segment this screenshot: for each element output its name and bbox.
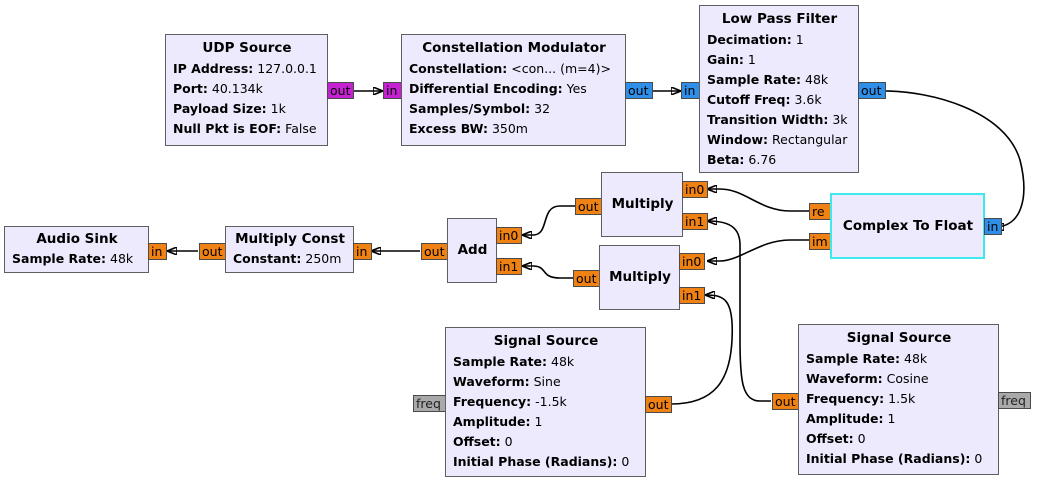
multiply-bottom-in1-port[interactable]: in1 bbox=[679, 287, 705, 304]
wire-multiply-top-to-add bbox=[523, 205, 575, 235]
block-title: Multiply bbox=[611, 196, 674, 212]
param-sample-rate: Sample Rate: 48k bbox=[806, 351, 928, 366]
param-frequency: Frequency: 1.5k bbox=[806, 391, 916, 406]
multiply-top-in1-port[interactable]: in1 bbox=[682, 213, 708, 230]
multiply-bottom-in0-port[interactable]: in0 bbox=[679, 253, 705, 270]
multiply-top-block[interactable]: Multiply bbox=[601, 172, 683, 237]
param-sample-rate: Sample Rate: 48k bbox=[12, 251, 134, 266]
block-title: UDP Source bbox=[202, 40, 292, 56]
block-title: Signal Source bbox=[846, 330, 952, 346]
multiply-const-in-port[interactable]: in bbox=[353, 243, 372, 260]
param-waveform: Waveform: Cosine bbox=[806, 371, 929, 386]
audio-sink-block[interactable]: Audio Sink Sample Rate: 48k bbox=[4, 226, 149, 273]
cosine-out-port[interactable]: out bbox=[772, 393, 799, 410]
param-sample-rate: Sample Rate: 48k bbox=[707, 72, 829, 87]
param-offset: Offset: 0 bbox=[453, 434, 513, 449]
param-samples-per-symbol: Samples/Symbol: 32 bbox=[409, 101, 551, 116]
add-block[interactable]: Add bbox=[447, 218, 497, 283]
param-initial-phase: Initial Phase (Radians): 0 bbox=[453, 454, 630, 469]
multiply-top-in0-port[interactable]: in0 bbox=[682, 181, 708, 198]
udp-source-block[interactable]: UDP Source IP Address: 127.0.0.1 Port: 4… bbox=[165, 34, 328, 146]
param-initial-phase: Initial Phase (Radians): 0 bbox=[806, 451, 983, 466]
multiply-top-out-port[interactable]: out bbox=[575, 198, 602, 215]
block-title: Add bbox=[457, 242, 488, 258]
low-pass-filter-block[interactable]: Low Pass Filter Decimation: 1 Gain: 1 Sa… bbox=[699, 5, 859, 173]
wire-multiply-bottom-to-add bbox=[523, 266, 573, 279]
param-ip-address: IP Address: 127.0.0.1 bbox=[173, 61, 317, 76]
param-null-pkt: Null Pkt is EOF: False bbox=[173, 121, 317, 136]
param-transition-width: Transition Width: 3k bbox=[707, 112, 848, 127]
add-in0-port[interactable]: in0 bbox=[496, 227, 522, 244]
modulator-out-port[interactable]: out bbox=[625, 82, 653, 99]
sine-freq-port[interactable]: freq bbox=[413, 395, 446, 412]
param-sample-rate: Sample Rate: 48k bbox=[453, 354, 575, 369]
param-constant: Constant: 250m bbox=[233, 251, 342, 266]
wire-re-to-multiply-top bbox=[708, 189, 810, 212]
param-window: Window: Rectangular bbox=[707, 132, 848, 147]
complex-to-float-block[interactable]: Complex To Float bbox=[830, 193, 985, 259]
param-amplitude: Amplitude: 1 bbox=[453, 414, 543, 429]
param-amplitude: Amplitude: 1 bbox=[806, 411, 896, 426]
param-excess-bw: Excess BW: 350m bbox=[409, 121, 528, 136]
add-in1-port[interactable]: in1 bbox=[496, 258, 522, 275]
block-title: Multiply bbox=[609, 269, 671, 285]
lpf-out-port[interactable]: out bbox=[858, 82, 886, 99]
param-decimation: Decimation: 1 bbox=[707, 32, 804, 47]
cosine-freq-port[interactable]: freq bbox=[998, 392, 1031, 409]
udp-source-out-port[interactable]: out bbox=[327, 82, 354, 99]
block-title: Constellation Modulator bbox=[422, 40, 606, 56]
c2f-im-port[interactable]: im bbox=[809, 233, 831, 250]
multiply-const-out-port[interactable]: out bbox=[199, 243, 226, 260]
wire-cosine-to-multiply-top bbox=[708, 221, 771, 402]
param-waveform: Waveform: Sine bbox=[453, 374, 561, 389]
sine-out-port[interactable]: out bbox=[645, 396, 672, 413]
block-title: Low Pass Filter bbox=[721, 11, 838, 27]
param-differential-encoding: Differential Encoding: Yes bbox=[409, 81, 587, 96]
param-beta: Beta: 6.76 bbox=[707, 152, 777, 167]
modulator-in-port[interactable]: in bbox=[383, 82, 402, 99]
param-frequency: Frequency: -1.5k bbox=[453, 394, 567, 409]
constellation-modulator-block[interactable]: Constellation Modulator Constellation: <… bbox=[401, 34, 626, 146]
param-constellation: Constellation: <con... (m=4)> bbox=[409, 61, 611, 76]
wire-sine-to-multiply-bottom bbox=[670, 295, 734, 405]
multiply-const-block[interactable]: Multiply Const Constant: 250m bbox=[225, 226, 354, 273]
signal-source-sine-block[interactable]: Signal Source Sample Rate: 48k Waveform:… bbox=[445, 327, 646, 477]
block-title: Audio Sink bbox=[36, 231, 118, 247]
multiply-bottom-block[interactable]: Multiply bbox=[599, 245, 680, 310]
c2f-in-port[interactable]: in bbox=[984, 218, 1002, 235]
lpf-in-port[interactable]: in bbox=[681, 82, 700, 99]
wire-im-to-multiply-bottom bbox=[708, 239, 810, 261]
param-gain: Gain: 1 bbox=[707, 52, 756, 67]
block-title: Signal Source bbox=[493, 333, 599, 349]
param-offset: Offset: 0 bbox=[806, 431, 866, 446]
param-payload-size: Payload Size: 1k bbox=[173, 101, 286, 116]
signal-source-cosine-block[interactable]: Signal Source Sample Rate: 48k Waveform:… bbox=[798, 324, 999, 475]
block-title: Complex To Float bbox=[842, 218, 974, 234]
c2f-re-port[interactable]: re bbox=[809, 203, 831, 220]
param-port: Port: 40.134k bbox=[173, 81, 263, 96]
audio-sink-in-port[interactable]: in bbox=[148, 243, 167, 260]
block-title: Multiply Const bbox=[235, 231, 345, 247]
param-cutoff-freq: Cutoff Freq: 3.6k bbox=[707, 92, 822, 107]
add-out-port[interactable]: out bbox=[421, 243, 448, 260]
multiply-bottom-out-port[interactable]: out bbox=[573, 270, 600, 287]
